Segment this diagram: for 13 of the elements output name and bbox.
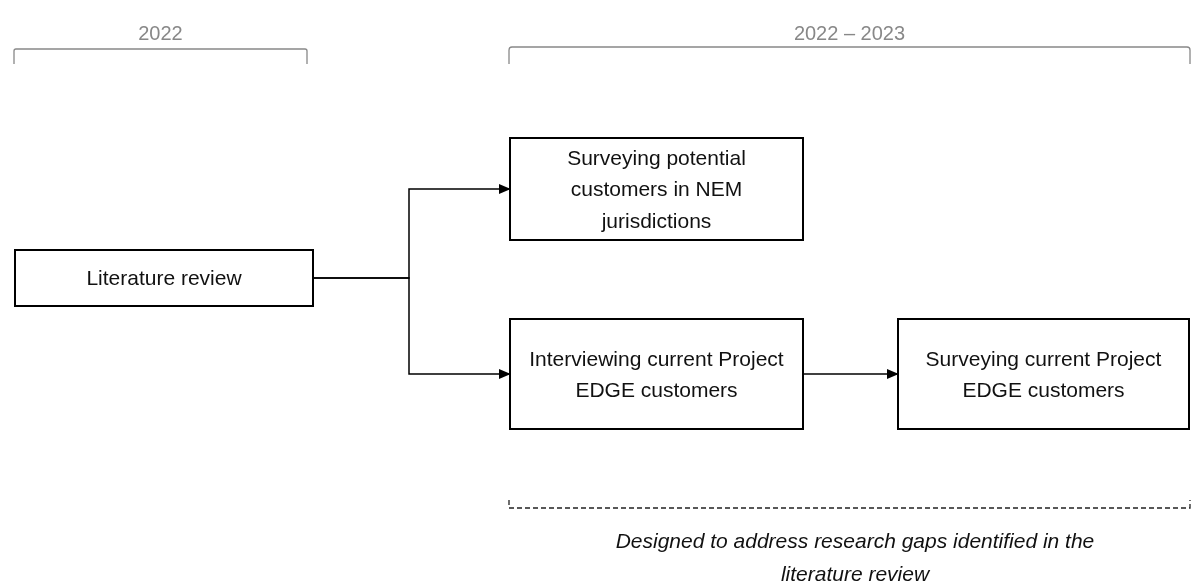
arrow <box>313 277 511 379</box>
year-label: 2022 – 2023 <box>792 21 907 46</box>
process-box <box>897 318 1190 430</box>
process-box <box>509 137 804 241</box>
box-text: Interviewing current Project EDGE customers <box>528 345 785 403</box>
box-text: Surveying current Project EDGE customers <box>924 345 1163 403</box>
arrow <box>803 369 899 379</box>
process-box <box>14 249 314 307</box>
year-label: 2022 <box>137 21 184 46</box>
process-box <box>509 318 804 430</box>
box-text: Surveying potential customers in NEM jurisdictions <box>566 144 747 234</box>
note-text: Designed to address research gaps identified in the literature review <box>614 528 1096 585</box>
box-text: Literature review <box>86 265 242 292</box>
